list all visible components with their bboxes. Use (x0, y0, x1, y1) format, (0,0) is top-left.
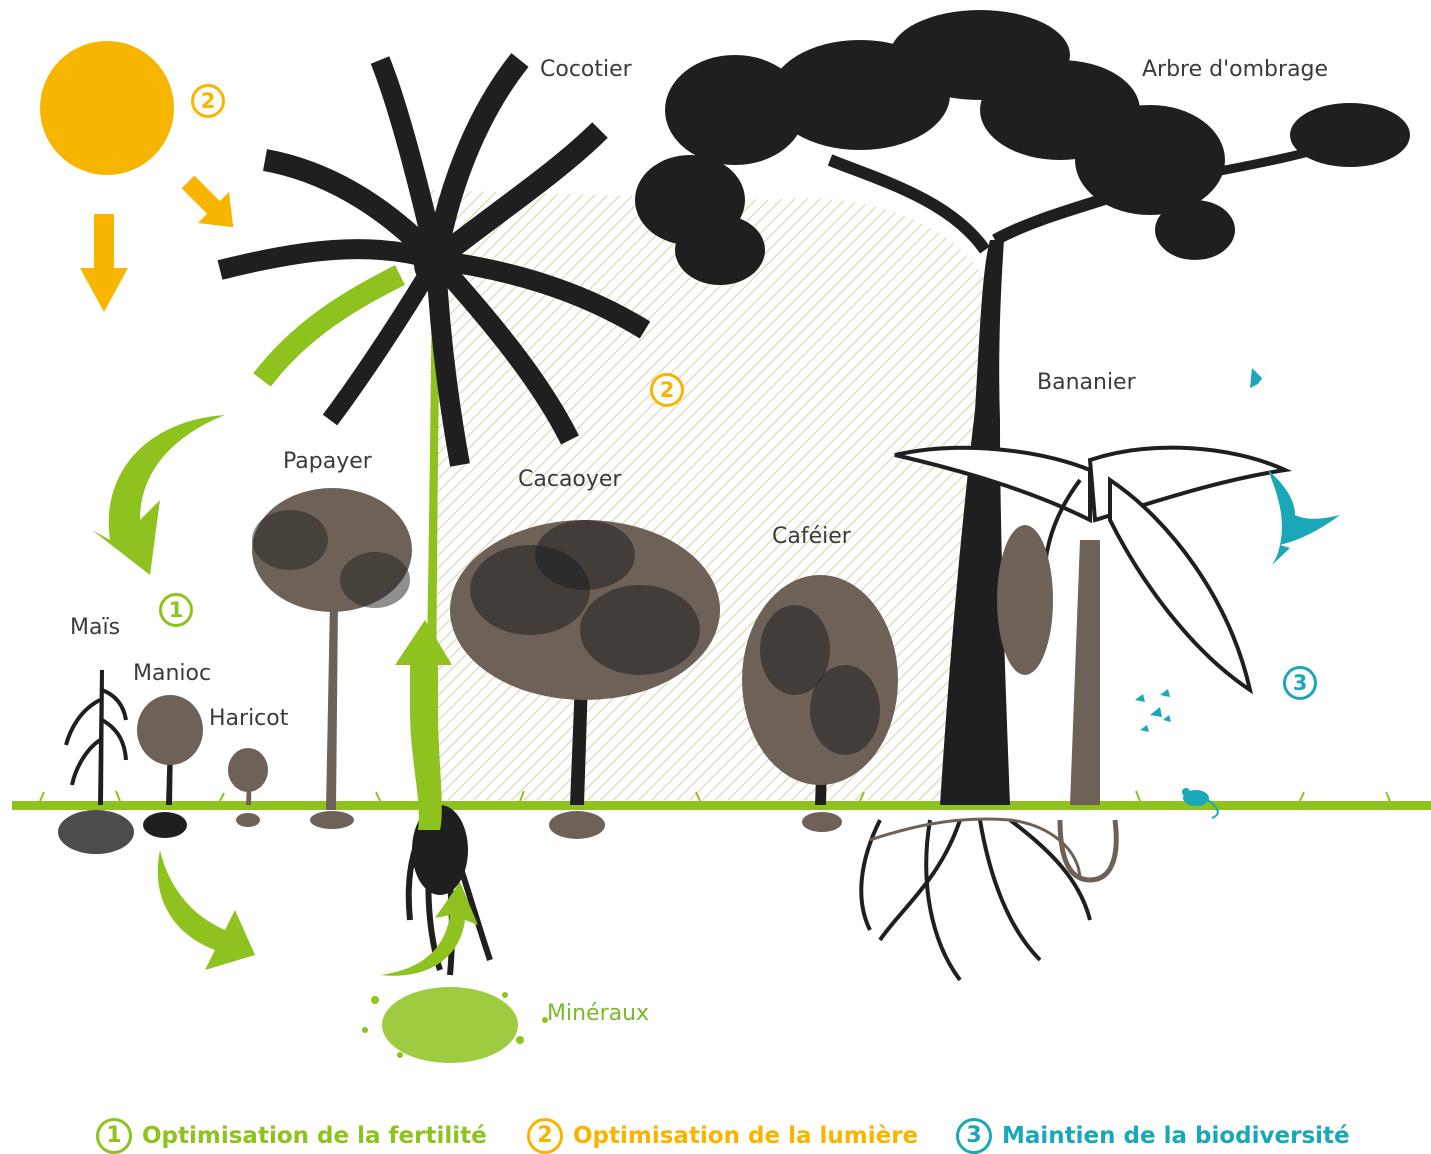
label-mais: Maïs (70, 617, 120, 639)
legend-number-3: 3 (956, 1118, 992, 1154)
insect-icon (1250, 368, 1268, 388)
marker-light-sun: 2 (191, 84, 225, 118)
marker-biodiversity: 3 (1283, 666, 1317, 700)
sun-arrow-down-icon (80, 214, 128, 312)
legend-item-fertility: 1 Optimisation de la fertilité (96, 1118, 487, 1154)
fertility-arrow-top-icon (92, 415, 225, 575)
minerals-icon (362, 987, 548, 1063)
label-cocotier: Cocotier (540, 59, 632, 81)
label-mineraux: Minéraux (547, 1003, 649, 1025)
legend-item-light: 2 Optimisation de la lumière (527, 1118, 918, 1154)
mouse-icon (1182, 788, 1218, 818)
sun-icon (40, 41, 174, 175)
maize-plant-icon (58, 670, 134, 854)
legend-number-2: 2 (527, 1118, 563, 1154)
ground-line (12, 801, 1431, 810)
label-haricot: Haricot (209, 708, 288, 730)
label-papayer: Papayer (283, 451, 372, 473)
bird-icon (1268, 470, 1340, 565)
label-bananier: Bananier (1037, 372, 1136, 394)
legend-item-biodiversity: 3 Maintien de la biodiversité (956, 1118, 1350, 1154)
label-manioc: Manioc (133, 663, 211, 685)
butterflies-icon (1135, 689, 1171, 732)
bean-plant-icon (228, 748, 268, 827)
papaya-tree-icon (252, 488, 412, 829)
legend-label-light: Optimisation de la lumière (573, 1123, 918, 1149)
fertility-arrow-bottom-icon (158, 850, 255, 970)
label-cacaoyer: Cacaoyer (518, 469, 621, 491)
cassava-plant-icon (137, 695, 203, 838)
legend-label-biodiversity: Maintien de la biodiversité (1002, 1123, 1350, 1149)
marker-fertility: 1 (159, 593, 193, 627)
marker-light-canopy: 2 (650, 373, 684, 407)
label-cafeier: Caféier (772, 526, 851, 548)
legend-number-1: 1 (96, 1118, 132, 1154)
label-arbre-ombrage: Arbre d'ombrage (1142, 59, 1328, 81)
sun-arrow-diagonal-icon (172, 166, 248, 242)
legend-label-fertility: Optimisation de la fertilité (142, 1123, 487, 1149)
